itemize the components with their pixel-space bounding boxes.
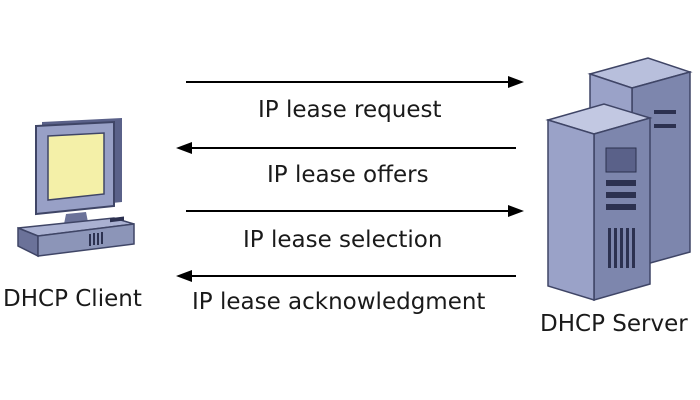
offers-arrow	[176, 142, 516, 154]
server-label: DHCP Server	[540, 311, 688, 337]
request-arrow	[186, 76, 524, 88]
server-tower-icon	[545, 57, 693, 302]
message-label-request: IP lease request	[258, 97, 442, 123]
message-label-offers: IP lease offers	[267, 162, 429, 188]
message-label-acknowledgment: IP lease acknowledgment	[192, 289, 486, 315]
message-label-selection: IP lease selection	[243, 227, 443, 253]
client-label: DHCP Client	[3, 286, 142, 312]
desktop-computer-icon	[17, 118, 135, 258]
selection-arrow	[186, 205, 524, 217]
acknowledgment-arrow	[176, 270, 516, 282]
